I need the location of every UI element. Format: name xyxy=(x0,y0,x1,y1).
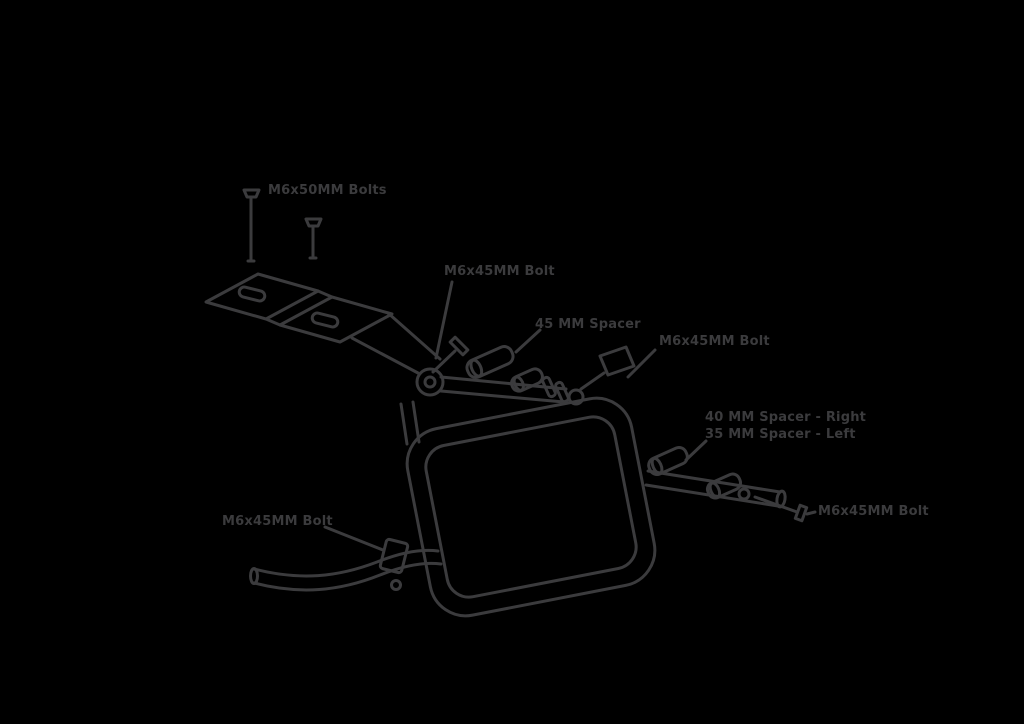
top-bolts-illustration xyxy=(242,188,323,263)
label-45mm-spacer: 45 MM Spacer xyxy=(535,317,641,332)
right-bolt-illustration xyxy=(579,345,657,391)
right-tube-illustration xyxy=(644,439,787,509)
label-m6x45mm-bolt-bottom-left: M6x45MM Bolt xyxy=(222,514,333,529)
label-40mm-spacer-right: 40 MM Spacer - Right xyxy=(705,410,867,425)
label-m6x45mm-bolt-bottom-right: M6x45MM Bolt xyxy=(818,504,929,519)
mounting-plate-illustration xyxy=(204,272,445,397)
label-35mm-spacer-left: 35 MM Spacer - Left xyxy=(705,427,856,442)
spacer-45-illustration xyxy=(465,328,544,393)
diagram-linework xyxy=(204,188,817,618)
light-pod-illustration xyxy=(405,396,657,618)
label-m6x45mm-bolt-mid: M6x45MM Bolt xyxy=(444,264,555,279)
bottom-tube-illustration xyxy=(249,525,443,592)
label-m6x45mm-bolt-right: M6x45MM Bolt xyxy=(659,334,770,349)
bottom-right-bolt-illustration xyxy=(753,495,817,523)
label-m6x50mm-bolts: M6x50MM Bolts xyxy=(268,183,387,198)
mid-bolt-illustration xyxy=(431,280,470,374)
bracket-frame-illustration xyxy=(399,375,585,446)
